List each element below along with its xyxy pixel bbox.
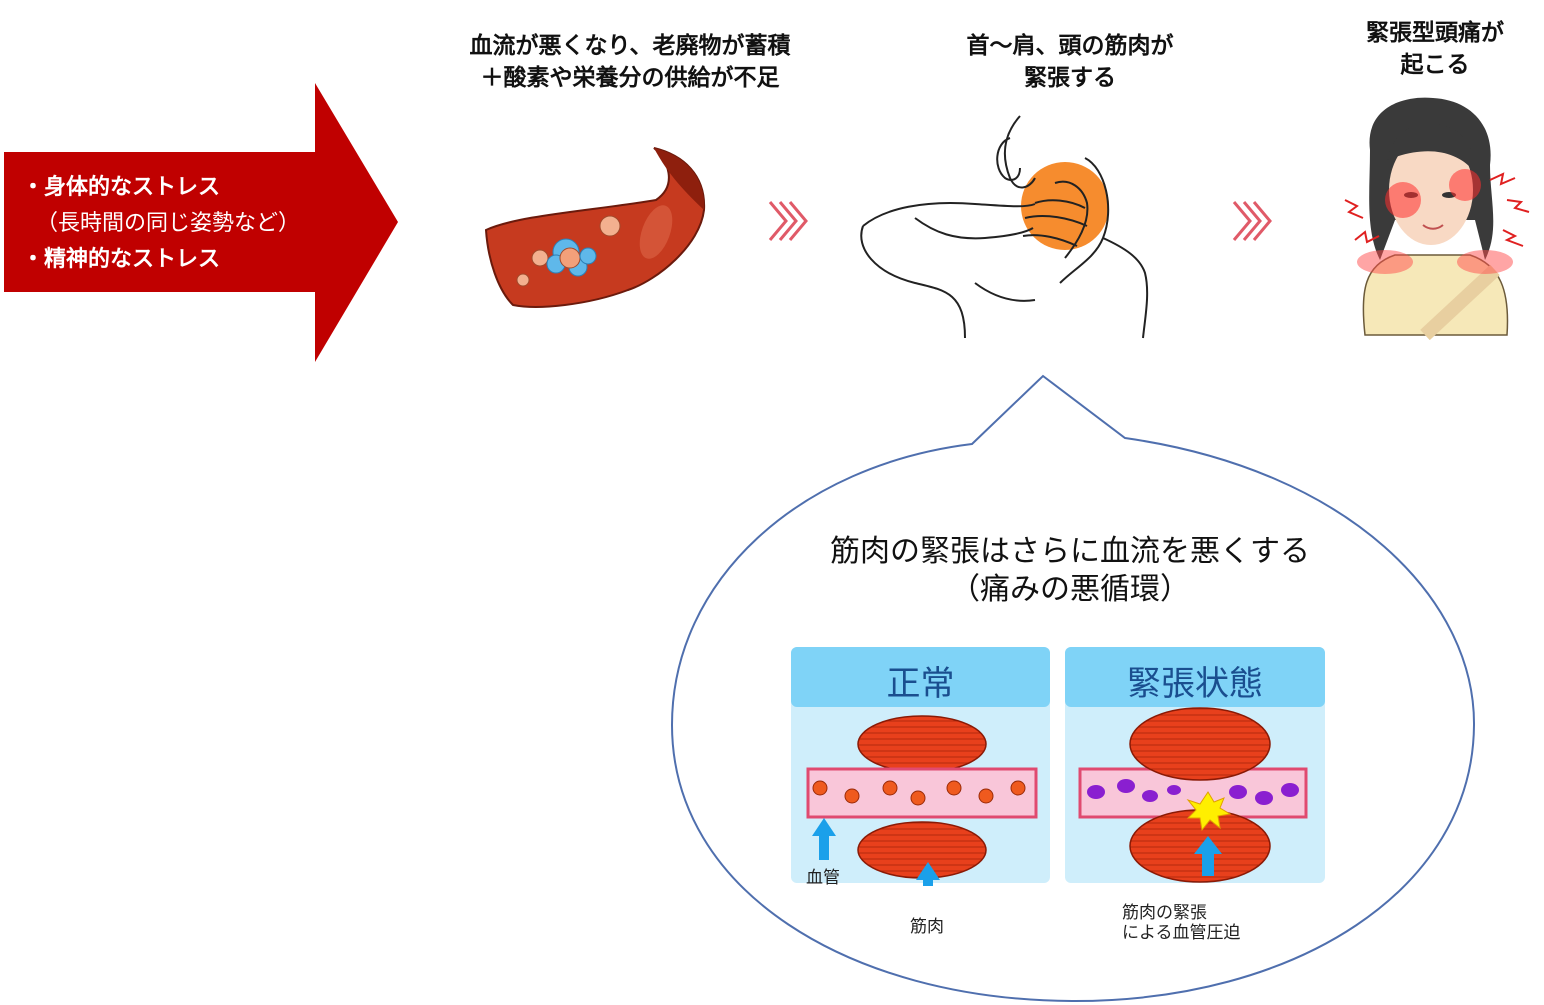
headache-woman-illustration xyxy=(1344,97,1530,340)
neck-pain-person-illustration xyxy=(860,115,1149,339)
step-muscle-tension-line1: 首～肩、頭の筋肉が xyxy=(966,33,1174,59)
muscle-comparison-panels xyxy=(791,647,1325,886)
bubble-title-line1: 筋肉の緊張はさらに血流を悪くする xyxy=(830,534,1310,569)
panel-tense xyxy=(1065,647,1325,883)
step-blood-flow-line1: 血流が悪くなり、老廃物が蓄積 xyxy=(469,33,791,59)
step-blood-flow-line2: ＋酸素や栄養分の供給が不足 xyxy=(480,65,780,91)
vessel-label: 血管 xyxy=(806,868,840,888)
bubble-title-line2: （痛みの悪循環） xyxy=(950,572,1190,607)
bubble-title: 筋肉の緊張はさらに血流を悪くする （痛みの悪循環） xyxy=(770,533,1370,609)
chevron-arrow-icon xyxy=(768,201,808,241)
compression-label-line2: による血管圧迫 xyxy=(1122,923,1241,943)
step-blood-flow-title: 血流が悪くなり、老廃物が蓄積 ＋酸素や栄養分の供給が不足 xyxy=(420,30,840,94)
arrow-up-icon xyxy=(812,818,940,886)
panel-tense-header: 緊張状態 xyxy=(1127,664,1263,704)
chevron-arrow-icon xyxy=(1232,201,1272,241)
muscle-label: 筋肉 xyxy=(910,917,944,937)
step-muscle-tension-title: 首～肩、頭の筋肉が 緊張する xyxy=(920,30,1220,94)
step-muscle-tension-line2: 緊張する xyxy=(1024,65,1116,91)
compression-burst-icon xyxy=(1186,791,1232,832)
pain-spark-icon xyxy=(1344,172,1530,247)
step-headache-title: 緊張型頭痛が 起こる xyxy=(1330,17,1540,81)
step-headache-line1: 緊張型頭痛が xyxy=(1366,20,1504,46)
panel-normal-header: 正常 xyxy=(886,664,955,704)
step-headache-line2: 起こる xyxy=(1400,52,1470,78)
stress-list: ・身体的なストレス （長時間の同じ姿勢など） ・精神的なストレス xyxy=(22,170,300,278)
blood-vessel-illustration xyxy=(484,147,706,308)
panel-normal xyxy=(791,647,1050,886)
stress-item-physical: ・身体的なストレス xyxy=(22,175,221,200)
stress-arrow xyxy=(4,83,398,362)
stress-item-mental: ・精神的なストレス xyxy=(22,247,221,272)
compression-label-line1: 筋肉の緊張 xyxy=(1122,903,1207,923)
compression-label: 筋肉の緊張 による血管圧迫 xyxy=(1122,903,1241,943)
arrow-up-icon xyxy=(1194,836,1222,876)
stress-item-physical-note: （長時間の同じ姿勢など） xyxy=(36,211,301,236)
red-blood-cell-icons xyxy=(516,215,621,287)
